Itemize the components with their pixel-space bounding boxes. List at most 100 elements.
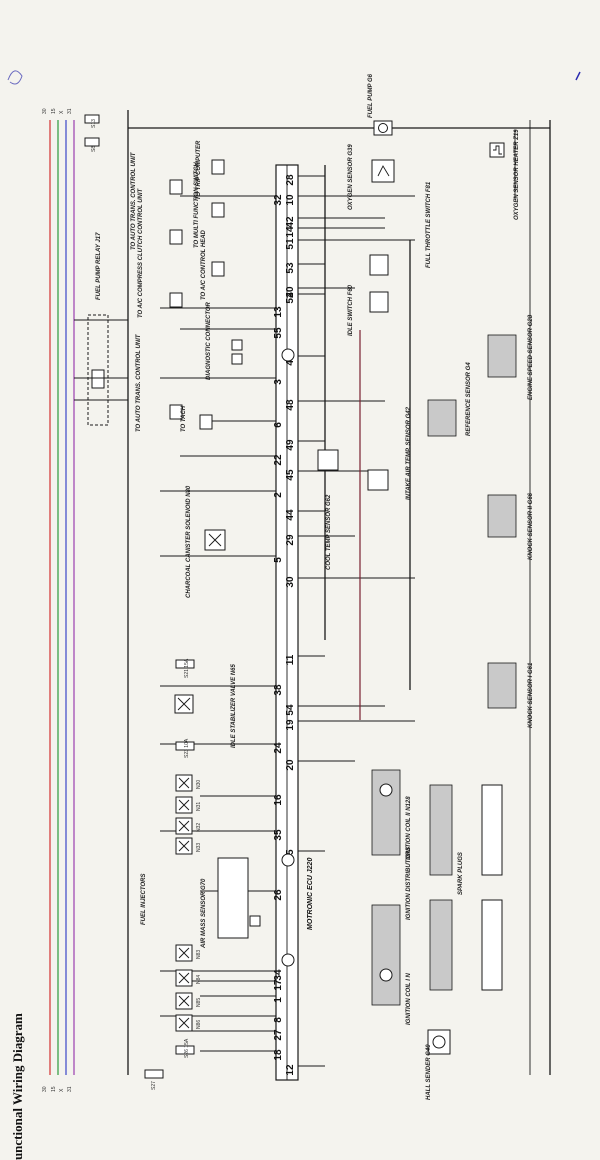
spark-plugs-label: SPARK PLUGS bbox=[458, 852, 464, 895]
ecu-pin-label: 30 bbox=[285, 576, 296, 588]
ignition-coil-2-label: IGNITION COIL II N128 bbox=[406, 796, 412, 860]
idle-switch-label: IDLE SWITCH F60 bbox=[348, 284, 354, 336]
connector-j153 bbox=[169, 292, 183, 308]
ignition-system: IGNITION COIL II N128 IGNITION DISTRIBUT… bbox=[371, 769, 503, 1025]
idle-switch-box bbox=[369, 291, 389, 313]
reference-sensor-label: REFERENCE SENSOR G4 bbox=[466, 362, 472, 436]
injector-icon bbox=[178, 820, 190, 832]
fuse-label: S23 10A bbox=[184, 738, 190, 758]
coolant-label: COOL TEMP SENSOR G62 bbox=[326, 494, 332, 570]
injector-label: N31 bbox=[196, 802, 202, 811]
ac-compress-label: TO A/C COMPRESS CLUTCH CONTROL UNIT bbox=[138, 187, 144, 318]
throttle-switches: FULL THROTTLE SWITCH F81 IDLE SWITCH F60 bbox=[348, 181, 432, 336]
ground-k-icon bbox=[281, 853, 295, 867]
fuse-s13 bbox=[84, 114, 100, 124]
fuse-s23 bbox=[175, 741, 195, 751]
idle-stab-label: IDLE STABILIZER VALVE N65 bbox=[231, 664, 237, 748]
fuse-s26 bbox=[175, 1045, 195, 1055]
ecu-pin-label: 27 bbox=[273, 1029, 284, 1041]
ecu-label: MOTRONIC ECU J220 bbox=[307, 858, 314, 930]
ac-head-label: TO A/C CONTROL HEAD bbox=[201, 229, 207, 300]
injector-icon bbox=[178, 840, 190, 852]
ecu-block: MOTRONIC ECU J220 2832425153401355473486… bbox=[273, 164, 314, 1081]
trip-computer-label: TO TRIP COMPUTER bbox=[196, 140, 202, 200]
intake-air-box bbox=[367, 469, 389, 491]
injector-icon bbox=[178, 995, 190, 1007]
heater-icon bbox=[493, 145, 502, 155]
bus-labels-bottom: 30 15 X 31 bbox=[42, 1086, 73, 1092]
injector-icon bbox=[178, 777, 190, 789]
connector-j217b bbox=[169, 229, 183, 245]
bus-label: 30 bbox=[42, 1086, 48, 1092]
ecu-pin-label: 3 bbox=[273, 379, 284, 385]
distributor-2-box bbox=[429, 784, 453, 876]
oxygen-heater: OXYGEN SENSOR HEATER Z19 bbox=[489, 129, 520, 220]
fuse-s27 bbox=[144, 1069, 164, 1079]
ecu-pin-label: 16 bbox=[273, 794, 284, 806]
full-throttle-label: FULL THROTTLE SWITCH F81 bbox=[426, 181, 432, 268]
ecu-pin-label: 26 bbox=[273, 889, 284, 901]
ecu-pin-label: 13 bbox=[273, 306, 284, 318]
injector-label: N85 bbox=[196, 998, 202, 1007]
heater-label: OXYGEN SENSOR HEATER Z19 bbox=[514, 129, 520, 220]
ecu-pin-label: 19 bbox=[285, 719, 296, 731]
ignition-coil-1-box bbox=[371, 904, 401, 1006]
fuel-pump-label: FUEL PUMP G6 bbox=[368, 73, 374, 118]
relay-coil bbox=[91, 369, 105, 389]
oxygen-sensor-label: OXYGEN SENSOR G39 bbox=[348, 144, 354, 210]
knock-sensor-1: KNOCK SENSOR I G61 bbox=[487, 662, 534, 728]
ecu-pin-label: 22 bbox=[273, 454, 284, 466]
knock-1-label: KNOCK SENSOR I G61 bbox=[528, 662, 534, 728]
ecu-pin-label: 20 bbox=[285, 759, 296, 771]
diag-pin bbox=[231, 353, 243, 365]
bus-label: X bbox=[59, 1088, 65, 1092]
tach-label: TO TACH bbox=[181, 405, 187, 432]
pencil-mark bbox=[575, 71, 581, 81]
power-buses bbox=[49, 110, 551, 1075]
auto-trans-2-label: TO AUTO TRANS. CONTROL UNIT bbox=[136, 333, 142, 432]
connector-j217c bbox=[169, 404, 183, 420]
charcoal-label: CHARCOAL CANISTER SOLENOID N80 bbox=[186, 485, 192, 598]
sensor-icon bbox=[377, 165, 390, 177]
ecu-pin-label: 35 bbox=[273, 829, 284, 841]
valve-icon bbox=[177, 697, 191, 711]
injector-label: N33 bbox=[196, 843, 202, 852]
ecu-pin-label: 51 bbox=[285, 238, 296, 250]
ecu-pin-label: 45 bbox=[285, 469, 296, 481]
connector-f125 bbox=[211, 202, 225, 218]
connector-tach bbox=[199, 414, 213, 430]
ground-k-icon bbox=[432, 1035, 446, 1049]
connector-j217 bbox=[169, 179, 183, 195]
engine-speed-sensor: ENGINE SPEED SENSOR G28 bbox=[487, 314, 534, 400]
fuse-label: S26 15A bbox=[184, 1038, 190, 1058]
ground-k-icon bbox=[281, 348, 295, 362]
injector-icon bbox=[178, 947, 190, 959]
fuse-label: S8 bbox=[91, 146, 97, 152]
coolant-box bbox=[317, 449, 339, 471]
bus-label: 15 bbox=[51, 1086, 57, 1092]
ecu-pin-label: 5 bbox=[273, 557, 284, 563]
injector-icon bbox=[178, 972, 190, 984]
ecu-pin-label: 42 bbox=[285, 216, 296, 228]
motor-icon bbox=[378, 123, 388, 133]
bus-label: X bbox=[59, 110, 65, 114]
diagnostic-label: DIAGNOSTIC CONNECTOR bbox=[206, 301, 212, 380]
air-mass-box bbox=[217, 857, 249, 939]
ecu-pin-label: 29 bbox=[285, 534, 296, 546]
ecu-pin-label: 14 bbox=[285, 226, 296, 238]
air-mass-sensor: AIR MASS SENSOR G70 bbox=[201, 853, 295, 949]
ecu-pin-label: 12 bbox=[285, 1064, 296, 1076]
ground-k-icon bbox=[379, 968, 393, 982]
engine-speed-label: ENGINE SPEED SENSOR G28 bbox=[528, 314, 534, 400]
hall-sender: HALL SENDER G40 bbox=[426, 1029, 451, 1100]
ecu-pin-label: 48 bbox=[285, 399, 296, 411]
ecu-pin-label: 55 bbox=[273, 327, 284, 339]
intake-air-label: INTAKE AIR TEMP. SENSOR G42 bbox=[406, 406, 412, 500]
reference-sensor: REFERENCE SENSOR G4 bbox=[427, 362, 472, 437]
ecu-pin-label: 17 bbox=[273, 979, 284, 991]
fuse-label: S21 15A bbox=[184, 658, 190, 678]
connector-e87 bbox=[211, 261, 225, 277]
